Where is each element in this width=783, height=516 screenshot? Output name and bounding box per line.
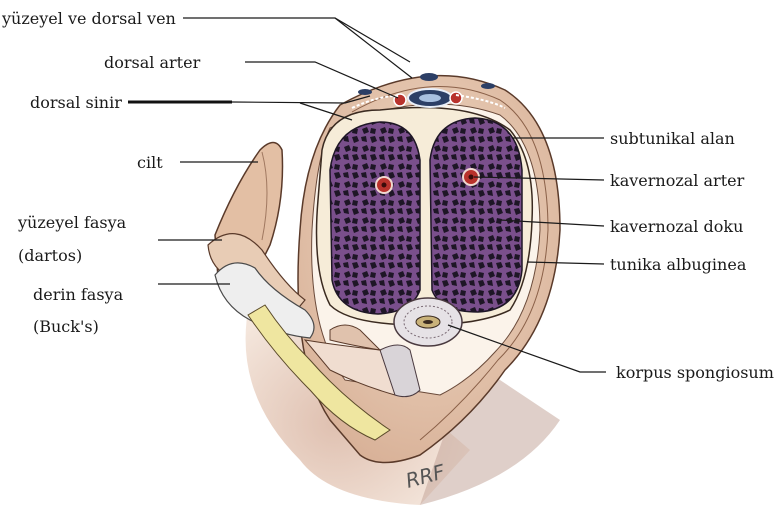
- cavernosal-artery-left: [376, 177, 392, 193]
- label-deep-fascia-1: derin fasya: [33, 285, 124, 304]
- label-cavernosal-tissue: kavernozal doku: [610, 217, 743, 236]
- label-dorsal-nerve: dorsal sinir: [30, 93, 122, 112]
- label-dorsal-artery: dorsal arter: [104, 53, 201, 72]
- label-superficial-fascia-1: yüzeyel fasya: [17, 213, 127, 232]
- label-superficial-fascia-2: (dartos): [18, 246, 82, 265]
- leader-superficial-dorsal-vein-2: [335, 18, 412, 78]
- leader-superficial-dorsal-vein: [183, 18, 410, 62]
- label-superficial-dorsal-vein: yüzeyel ve dorsal ven: [1, 9, 176, 28]
- label-skin: cilt: [137, 153, 163, 172]
- corpus-spongiosum: [394, 298, 462, 346]
- label-deep-fascia-2: (Buck's): [33, 317, 99, 336]
- label-tunica-albuginea: tunika albuginea: [610, 255, 747, 274]
- label-subtunical-space: subtunikal alan: [610, 129, 735, 148]
- right-corpus-cavernosum: [430, 118, 522, 312]
- left-corpus-cavernosum: [330, 122, 420, 314]
- label-cavernosal-artery: kavernozal arter: [610, 171, 745, 190]
- label-corpus-spongiosum: korpus spongiosum: [616, 363, 774, 382]
